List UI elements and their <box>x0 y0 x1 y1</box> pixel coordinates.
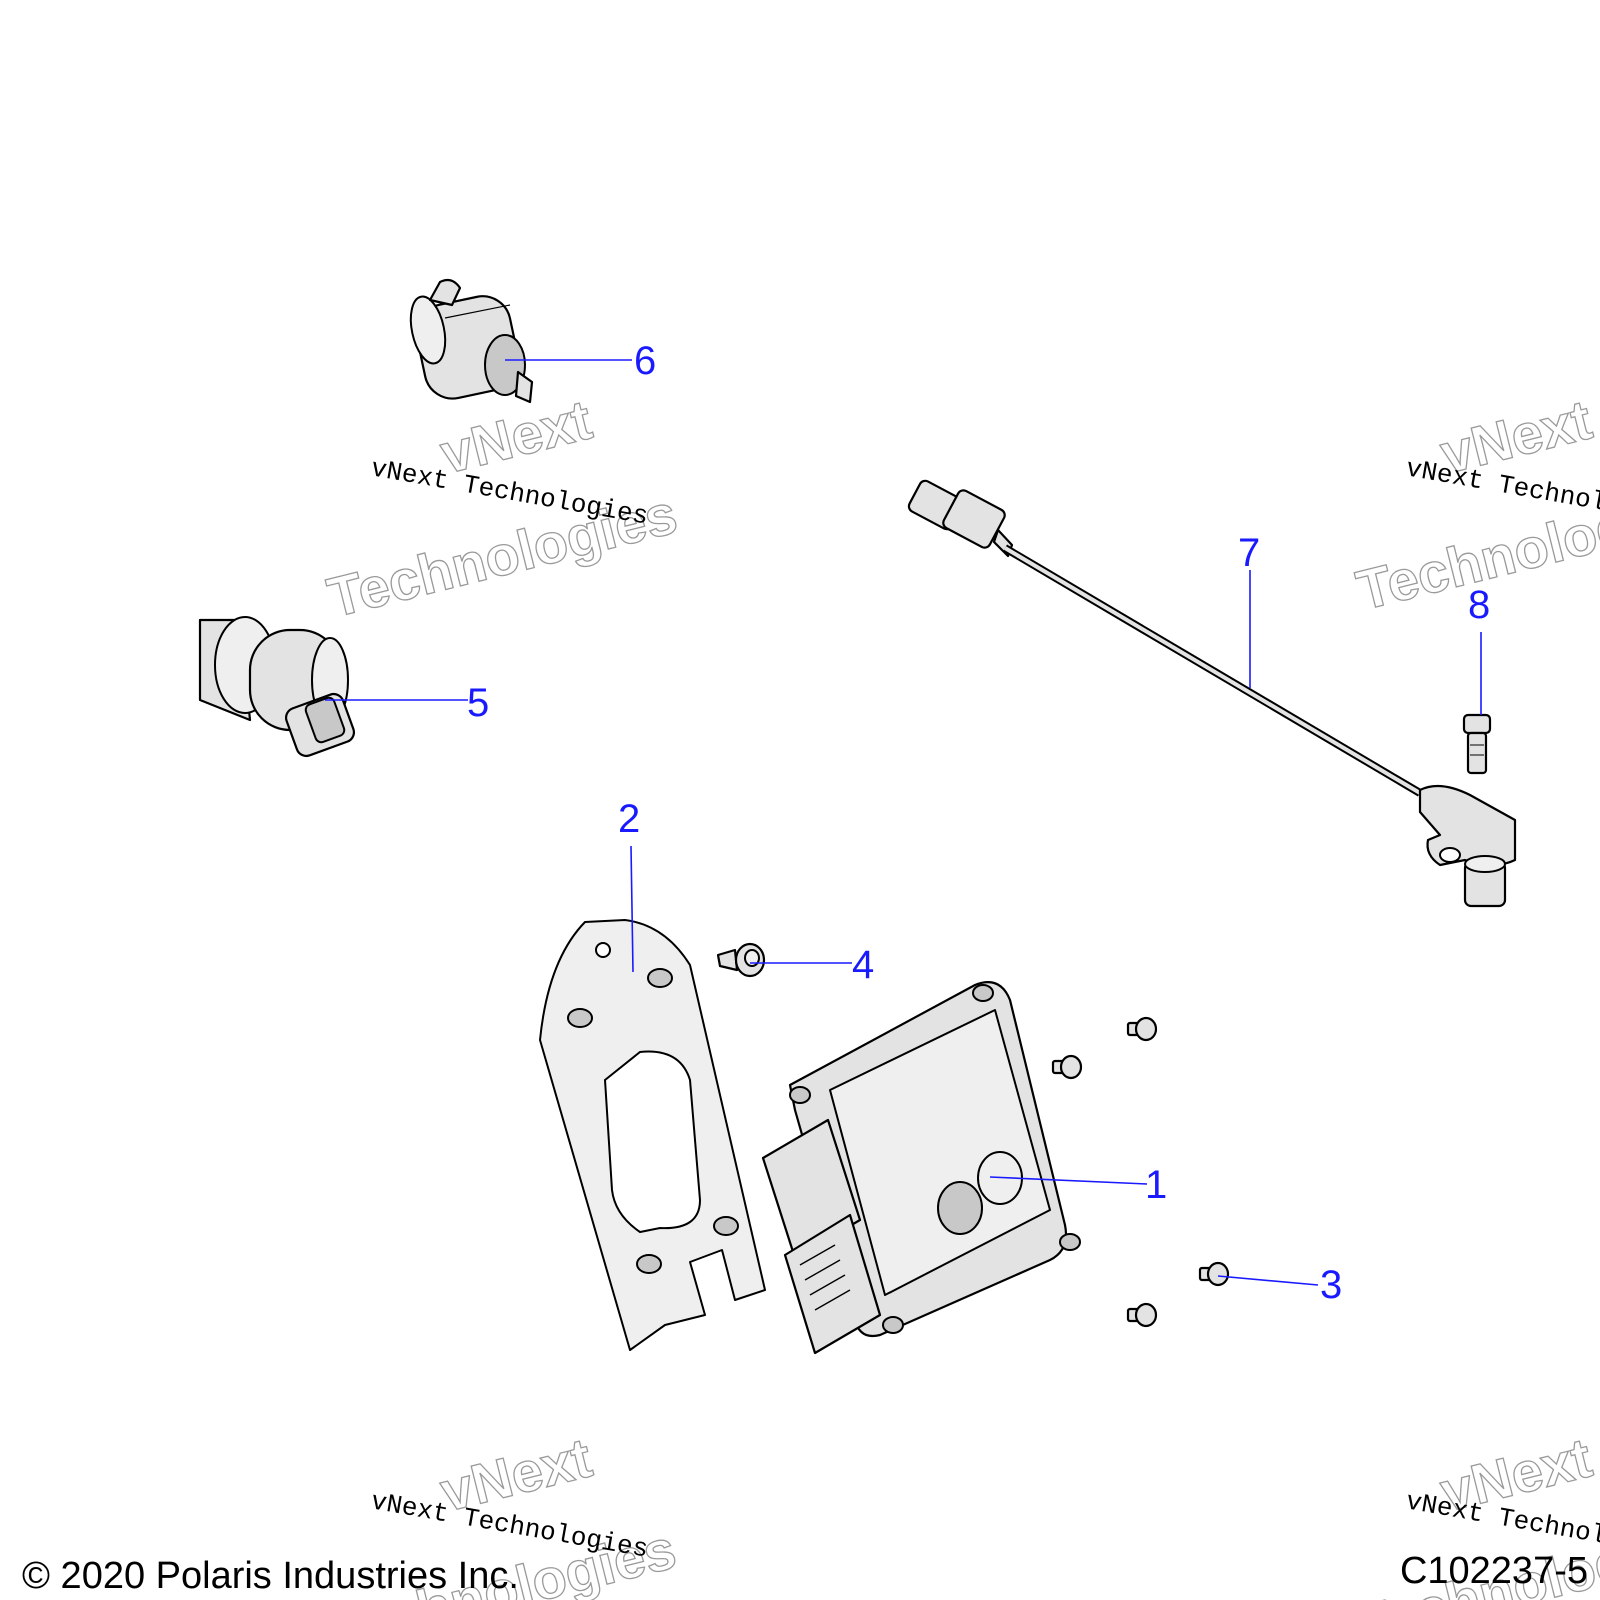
part-6-sensor <box>409 278 534 404</box>
callout-4: 4 <box>852 943 874 987</box>
leader-2 <box>630 845 634 973</box>
callout-3: 3 <box>1320 1263 1342 1307</box>
callout-5: 5 <box>467 681 489 725</box>
part-3-screws <box>1051 1016 1230 1328</box>
watermark-top-left: vNext Technologies vNext Technologies <box>321 387 684 630</box>
part-1-ecu <box>761 981 1081 1355</box>
callout-8: 8 <box>1468 583 1490 627</box>
callout-2: 2 <box>618 797 640 841</box>
part-2-bracket <box>539 919 766 1351</box>
leader-1 <box>989 1176 1148 1185</box>
callout-1: 1 <box>1145 1163 1167 1207</box>
part-5-sensor <box>198 616 356 758</box>
watermark-top-right: vNext Technologies vNext Technologies <box>1350 387 1600 623</box>
leader-lines <box>325 359 1482 1286</box>
drawing-id: C102237-5 <box>1400 1550 1588 1592</box>
copyright-text: © 2020 Polaris Industries Inc. <box>22 1555 519 1597</box>
part-8-bolt <box>1462 713 1492 775</box>
part-7-sensor-cable <box>907 479 1517 908</box>
leader-3 <box>1217 1275 1319 1286</box>
callout-7: 7 <box>1238 531 1260 575</box>
callout-labels: 1 2 3 4 5 6 7 8 <box>467 339 1490 1307</box>
part-4-fastener <box>716 942 766 978</box>
callout-6: 6 <box>634 339 656 383</box>
